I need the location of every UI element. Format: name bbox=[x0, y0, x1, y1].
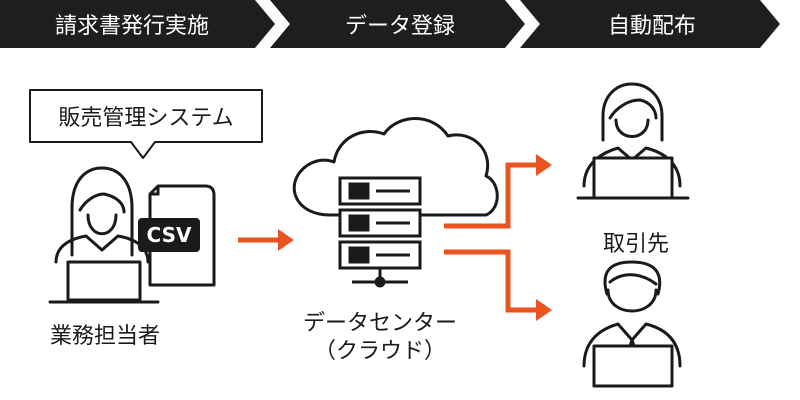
datacenter-sublabel: （クラウド） bbox=[313, 339, 446, 364]
step-1-label: 請求書発行実施 bbox=[55, 14, 209, 39]
server-rack-icon bbox=[338, 176, 422, 288]
step-chevron-2: データ登録 bbox=[270, 0, 525, 48]
step-chevron-3: 自動配布 bbox=[520, 0, 780, 48]
step-2-label: データ登録 bbox=[345, 14, 455, 39]
customer-icon bbox=[576, 82, 690, 200]
datacenter-label: データセンター bbox=[302, 311, 457, 336]
arrow-head-top bbox=[536, 154, 552, 176]
customer-icon bbox=[582, 260, 682, 388]
system-bubble-label: 販売管理システム bbox=[58, 106, 233, 131]
csv-badge-label: CSV bbox=[147, 223, 192, 247]
sender-label: 業務担当者 bbox=[50, 324, 161, 349]
orange-arrow-icon bbox=[238, 229, 294, 251]
arrow-head-bottom bbox=[536, 299, 552, 321]
step-chevron-1: 請求書発行実施 bbox=[0, 0, 275, 48]
person-laptop-icon bbox=[48, 166, 160, 304]
csv-file-icon: CSV bbox=[138, 184, 216, 287]
recipient-label: 取引先 bbox=[602, 232, 669, 257]
system-bubble: 販売管理システム bbox=[29, 89, 263, 159]
distribution-arrows bbox=[444, 162, 538, 313]
step-3-label: 自動配布 bbox=[608, 14, 696, 39]
